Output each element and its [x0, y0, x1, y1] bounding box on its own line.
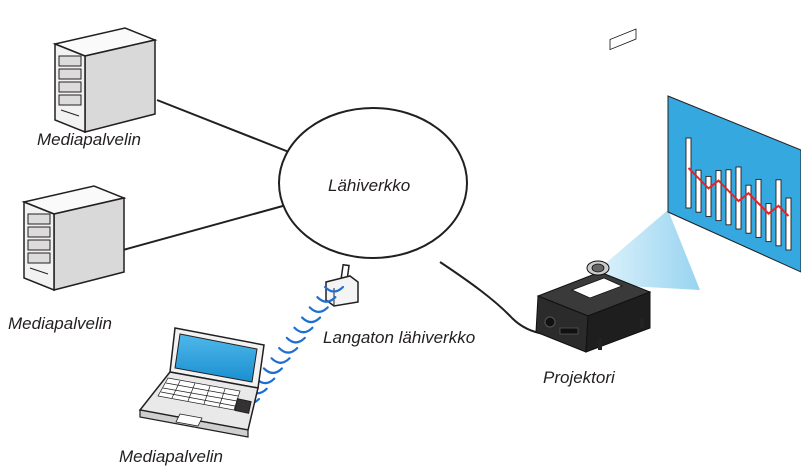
screen-bar [715, 170, 722, 222]
server-middle-label: Mediapalvelin [8, 314, 112, 333]
laptop-icon [138, 327, 265, 438]
server-top-label: Mediapalvelin [37, 130, 141, 149]
projector-icon [535, 28, 652, 353]
signal-arc [278, 346, 299, 354]
signal-arc [316, 296, 337, 303]
server-icon [21, 185, 127, 292]
signal-arc [308, 306, 329, 313]
signal-arc [270, 357, 291, 364]
screen-bar [775, 179, 782, 247]
screen-bar [685, 137, 692, 209]
signal-arc [323, 285, 345, 293]
signal-arc [300, 316, 322, 324]
screen-bar [785, 197, 792, 251]
projection-screen-icon [667, 95, 801, 273]
screen-bar [725, 169, 732, 226]
lan-cloud [278, 107, 468, 259]
link-projector [439, 261, 546, 335]
screen-bar [695, 169, 702, 213]
screen-bar [755, 178, 762, 238]
signal-arc [285, 336, 306, 344]
signal-arc [293, 326, 314, 334]
link-server-middle [122, 203, 291, 251]
screen-bar [765, 203, 772, 243]
wireless-lan-label: Langaton lähiverkko [323, 328, 476, 347]
signal-arc [262, 367, 284, 375]
projector-label: Projektori [543, 368, 615, 387]
server-icon [52, 27, 158, 134]
screen-bar [705, 175, 712, 217]
lan-label: Lähiverkko [328, 176, 411, 195]
link-server-top [156, 99, 295, 155]
screen-bar [745, 184, 752, 234]
laptop-label: Mediapalvelin [119, 447, 223, 466]
projection-beam [600, 210, 700, 290]
